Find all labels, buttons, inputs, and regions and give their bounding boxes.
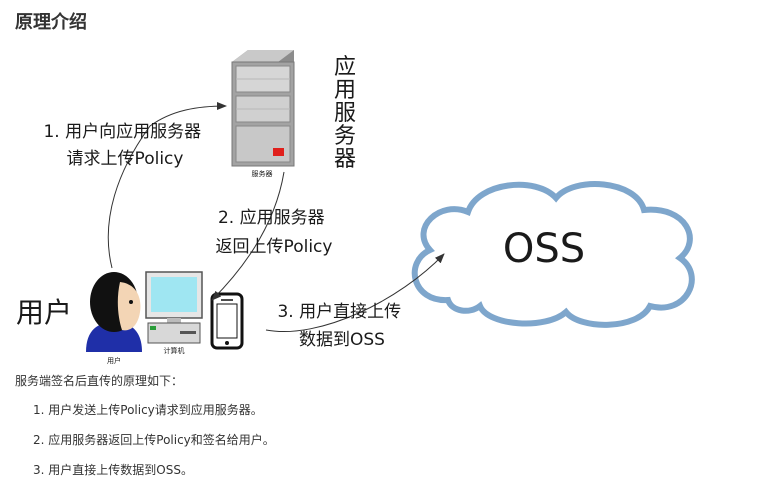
user-avatar-icon (86, 272, 142, 352)
server-label-char: 务 (334, 124, 356, 149)
step3-arrow (265, 253, 445, 332)
step3-label: 3. 用户直接上传 数据到OSS (277, 302, 406, 350)
step-item: 2. 应用服务器返回上传Policy和签名给用户。 (33, 433, 275, 447)
server-label: 应用服务器 (334, 55, 356, 172)
oss-label: OSS (503, 226, 585, 272)
user-label: 用户 (16, 296, 72, 329)
server-label-char: 器 (334, 147, 356, 172)
server-label-char: 用 (334, 78, 356, 103)
computer-icon (145, 271, 203, 344)
server-caption: 服务器 (252, 169, 273, 178)
server-label-char: 服 (334, 101, 356, 126)
computer-caption: 计算机 (164, 346, 185, 355)
steps-list: 1. 用户发送上传Policy请求到应用服务器。 2. 应用服务器返回上传Pol… (33, 402, 275, 492)
oss-cloud-icon (411, 181, 695, 328)
server-label-char: 应 (334, 55, 356, 80)
step-item: 3. 用户直接上传数据到OSS。 (33, 463, 193, 477)
phone-icon (210, 292, 244, 350)
page-title: 原理介绍 (15, 12, 87, 33)
server-icon (231, 50, 295, 167)
step1-arrow (107, 102, 227, 269)
intro-text: 服务端签名后直传的原理如下： (15, 374, 184, 388)
step2-arrow (211, 171, 285, 301)
server-led (273, 148, 284, 156)
user-caption: 用户 (107, 356, 121, 365)
step-item: 1. 用户发送上传Policy请求到应用服务器。 (33, 403, 263, 417)
step2-label: 2. 应用服务器 返回上传Policy (216, 208, 333, 257)
architecture-diagram: 服务器 应用服务器 OSS 用户 用户 计算机 1. 用户向应用服务器 请求 (16, 50, 695, 365)
step1-label: 1. 用户向应用服务器 请求上传Policy (43, 122, 206, 169)
